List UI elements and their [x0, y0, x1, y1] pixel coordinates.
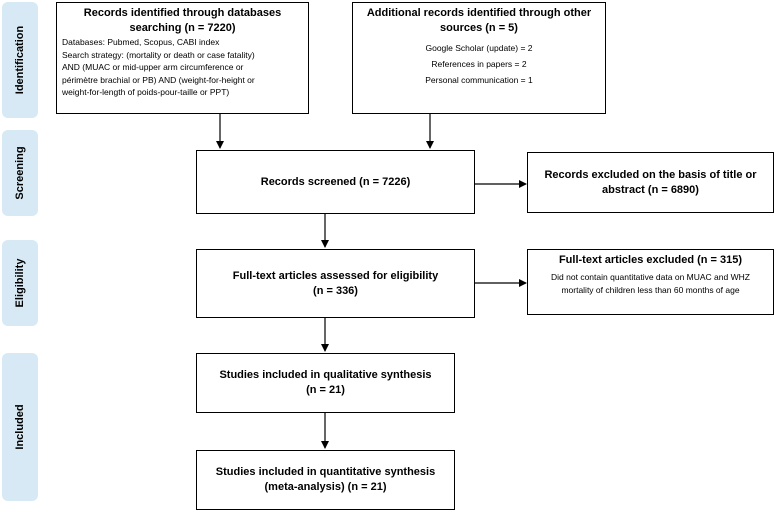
other-records-box: Additional records identified through ot…: [352, 2, 606, 114]
other-records-title-1: Additional records identified through ot…: [366, 7, 592, 19]
excluded-title-box: Records excluded on the basis of title o…: [527, 152, 774, 213]
fulltext-box: Full-text articles assessed for eligibil…: [196, 249, 475, 318]
screened-label: Records screened (n = 7226): [260, 175, 411, 188]
db-records-databases: Databases: Pubmed, Scopus, CABI index: [62, 37, 220, 47]
phase-included: Included: [2, 353, 38, 501]
quantitative-box: Studies included in quantitative synthes…: [196, 450, 455, 510]
qualitative-line-1: Studies included in qualitative synthesi…: [219, 369, 432, 381]
db-records-strategy-4: weight-for-length of poids-pour-taille o…: [62, 87, 230, 97]
phase-eligibility: Eligibility: [2, 240, 38, 326]
fulltext-excluded-reason-2: mortality of children less than 60 month…: [561, 284, 740, 295]
db-records-strategy-2: AND (MUAC or mid-upper arm circumference…: [62, 62, 244, 72]
db-records-strategy-1: Search strategy: (mortality or death or …: [62, 49, 255, 60]
phase-identification: Identification: [2, 2, 38, 118]
phase-screening: Screening: [2, 130, 38, 216]
fulltext-excluded-reason-1: Did not contain quantitative data on MUA…: [551, 272, 750, 282]
db-records-title-1: Records identified through databases: [83, 7, 282, 19]
other-records-title-2: sources (n = 5): [440, 22, 518, 34]
other-records-references: References in papers = 2: [431, 59, 527, 69]
fulltext-line-2: (n = 336): [313, 284, 358, 297]
qualitative-line-2: (n = 21): [306, 384, 345, 396]
db-records-box: Records identified through databases sea…: [56, 2, 309, 114]
fulltext-line-1: Full-text articles assessed for eligibil…: [232, 269, 439, 282]
fulltext-excluded-title: Full-text articles excluded (n = 315): [558, 254, 743, 266]
db-records-strategy-3: périmètre brachial or PB) AND (weight-fo…: [62, 74, 255, 85]
qualitative-box: Studies included in qualitative synthesi…: [196, 353, 455, 413]
excluded-title-line-1: Records excluded on the basis of title o…: [544, 168, 757, 181]
other-records-personal: Personal communication = 1: [425, 75, 533, 85]
quantitative-line-1: Studies included in quantitative synthes…: [215, 466, 436, 478]
screened-box: Records screened (n = 7226): [196, 150, 475, 214]
db-records-title-2: searching (n = 7220): [129, 22, 236, 34]
excluded-title-line-2: abstract (n = 6890): [602, 183, 699, 196]
fulltext-excluded-box: Full-text articles excluded (n = 315) Di…: [527, 249, 774, 315]
quantitative-line-2: (meta-analysis) (n = 21): [264, 481, 387, 493]
other-records-google: Google Scholar (update) = 2: [425, 43, 533, 53]
